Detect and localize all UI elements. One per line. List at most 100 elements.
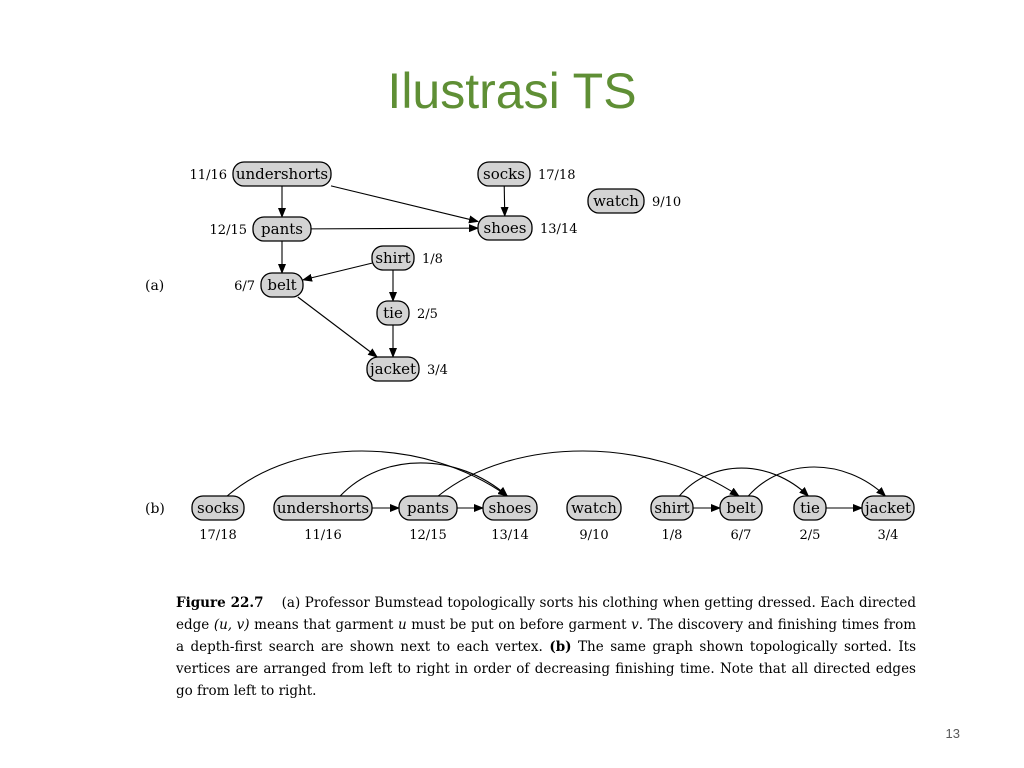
vertex-tie: tie [376,300,410,326]
vertex-belt-shape [260,272,304,298]
vertex-watch-label: watch [593,192,639,210]
vertex-pants-label: pants [261,220,303,238]
part-a-label: (a) [145,278,164,294]
vertex-belt: belt [719,495,763,521]
vertex-pants: pants [398,495,458,521]
vertex-jacket-shape [861,495,915,521]
caption-text-a: Professor Bumstead topologically sorts h… [176,595,916,633]
vertex-shirt-times: 1/8 [662,528,683,543]
caption-text-a4: . The discovery and finishing times from… [176,617,916,655]
vertex-shirt-shape [650,495,694,521]
vertex-pants-shape [252,216,312,242]
vertex-shoes-label: shoes [484,219,527,237]
caption-edge-notation: (u, v) [213,617,250,633]
vertex-pants-shape [398,495,458,521]
edge-a-socks-shoes [500,185,509,217]
caption-text-a3: must be put on before garment [406,617,632,633]
caption-var-u: u [398,617,407,633]
vertex-jacket: jacket [861,495,915,521]
vertex-tie-shape [376,300,410,326]
vertex-shoes-shape [477,215,533,241]
vertex-watch: watch [566,495,622,521]
vertex-pants-label: pants [407,499,449,517]
vertex-pants-times: 12/15 [409,528,446,543]
vertex-undershorts-shape [273,495,373,521]
vertex-undershorts-times: 11/16 [190,168,227,183]
vertex-shoes: shoes [482,495,538,521]
edge-a-shirt-belt [302,262,373,282]
vertex-shirt: shirt [371,245,415,271]
caption-text-b: The same graph shown topologically sorte… [176,639,916,699]
graph-a-edges [278,185,509,358]
vertex-shoes: shoes [477,215,533,241]
vertex-tie-label: tie [800,499,820,517]
caption-part-a: (a) [281,595,301,611]
vertex-watch-shape [566,495,622,521]
vertex-watch-times: 9/10 [579,528,608,543]
vertex-shirt: shirt [650,495,694,521]
vertex-jacket-shape [366,356,420,382]
vertex-belt-times: 6/7 [731,528,752,543]
vertex-belt-times: 6/7 [234,279,255,294]
vertex-tie: tie [793,495,827,521]
caption-text-a2: means that garment [249,617,399,633]
vertex-belt-label: belt [726,499,755,517]
caption-figure-label: Figure 22.7 [176,595,264,611]
vertex-socks: socks [191,495,245,521]
graph-b-vertices: socks 17/18 undershorts 11/16 pants 12/15 shoe… [191,495,915,543]
vertex-shirt-label: shirt [654,499,689,517]
vertex-jacket-times: 3/4 [427,363,448,378]
vertex-undershorts-times: 11/16 [304,528,341,543]
caption-part-b: (b) [549,639,572,655]
edge-b-pants-belt [437,450,740,497]
vertex-belt: belt [260,272,304,298]
topological-sort-figure: (a) (b) undershorts 11/16 socks 17/18 watch 9… [145,161,915,543]
vertex-jacket-label: jacket [368,360,416,378]
vertex-socks-shape [477,161,531,187]
vertex-socks: socks [477,161,531,187]
vertex-shoes-label: shoes [489,499,532,517]
figure-caption: Figure 22.7 (a) Professor Bumstead topol… [176,592,916,702]
vertex-pants-times: 12/15 [210,223,247,238]
vertex-shirt-label: shirt [375,249,410,267]
vertex-socks-shape [191,495,245,521]
vertex-belt-shape [719,495,763,521]
vertex-jacket: jacket [366,356,420,382]
edge-b-socks-shoes [226,450,509,497]
vertex-shirt-times: 1/8 [422,252,443,267]
slide-title: Ilustrasi TS [387,63,637,119]
vertex-watch-label: watch [571,499,617,517]
vertex-tie-shape [793,495,827,521]
vertex-watch: watch [587,188,645,214]
vertex-tie-label: tie [383,304,403,322]
vertex-watch-shape [587,188,645,214]
vertex-jacket-label: jacket [863,499,911,517]
vertex-shoes-times: 13/14 [540,222,577,237]
vertex-belt-label: belt [267,276,296,294]
edge-b-belt-jacket [747,466,887,497]
edge-b-undershorts-shoes [339,462,509,497]
vertex-socks-label: socks [197,499,239,517]
vertex-socks-times: 17/18 [538,168,575,183]
edge-a-undershorts-shoes [330,185,479,224]
page-number: 13 [945,726,960,741]
vertex-undershorts-shape [232,161,332,187]
edge-b-shirt-tie [678,467,810,497]
vertex-socks-label: socks [483,165,525,183]
edge-a-belt-jacket [297,296,378,358]
graph-b-edges [226,450,887,512]
vertex-undershorts-label: undershorts [236,165,328,183]
vertex-undershorts-label: undershorts [277,499,369,517]
vertex-undershorts: undershorts [273,495,373,521]
caption-var-v: v [631,617,639,633]
vertex-shoes-times: 13/14 [491,528,528,543]
edge-a-pants-shoes [310,224,479,233]
vertex-shoes-shape [482,495,538,521]
vertex-undershorts: undershorts [232,161,332,187]
vertex-jacket-times: 3/4 [878,528,899,543]
vertex-socks-times: 17/18 [199,528,236,543]
vertex-shirt-shape [371,245,415,271]
vertex-pants: pants [252,216,312,242]
part-b-label: (b) [145,501,165,517]
